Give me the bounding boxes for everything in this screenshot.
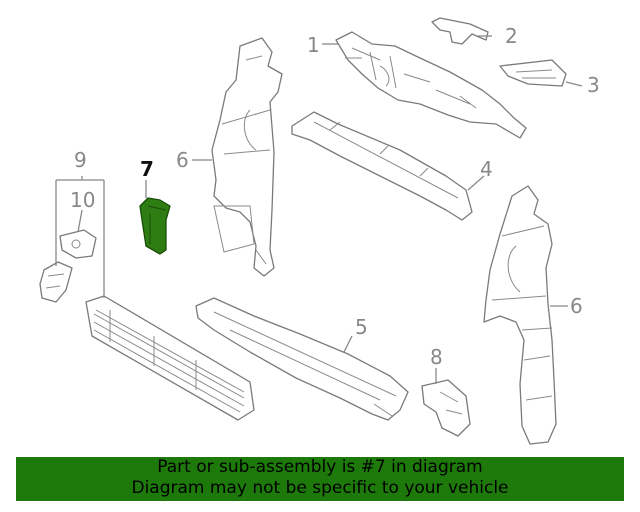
banner-line-1: Part or sub-assembly is #7 in diagram: [157, 457, 483, 477]
callout-4: 4: [480, 157, 493, 181]
callout-8: 8: [430, 345, 443, 369]
callout-6-right: 6: [570, 294, 583, 318]
callout-7: 7: [140, 157, 154, 181]
leader-lines: [55, 35, 583, 384]
part-1-upper-cover: [335, 31, 527, 139]
part-7-highlighted: [139, 197, 171, 255]
part-8-bracket: [421, 379, 471, 437]
banner-line-2: Diagram may not be specific to your vehi…: [131, 478, 509, 498]
callout-1: 1: [307, 33, 320, 57]
part-2-clip: [431, 17, 489, 45]
part-5-lower-deflector: [195, 297, 409, 421]
callout-9: 9: [74, 148, 87, 172]
notice-banner: Part or sub-assembly is #7 in diagram Di…: [16, 457, 624, 501]
part-3-deflector: [499, 59, 567, 87]
callout-5: 5: [355, 315, 368, 339]
part-9-bracket: [39, 261, 73, 303]
part-6-left-air-guide: [211, 37, 283, 277]
part-4-tie-bar: [291, 111, 473, 221]
callout-6-left: 6: [176, 148, 189, 172]
part-6-right-air-guide: [483, 185, 557, 445]
callout-3: 3: [587, 73, 600, 97]
parts-diagram: 1 2 3 4 5 6 6 7 8 9 10: [39, 17, 600, 445]
callout-2: 2: [505, 24, 518, 48]
part-10-actuator: [59, 229, 97, 259]
callout-10: 10: [70, 188, 95, 212]
